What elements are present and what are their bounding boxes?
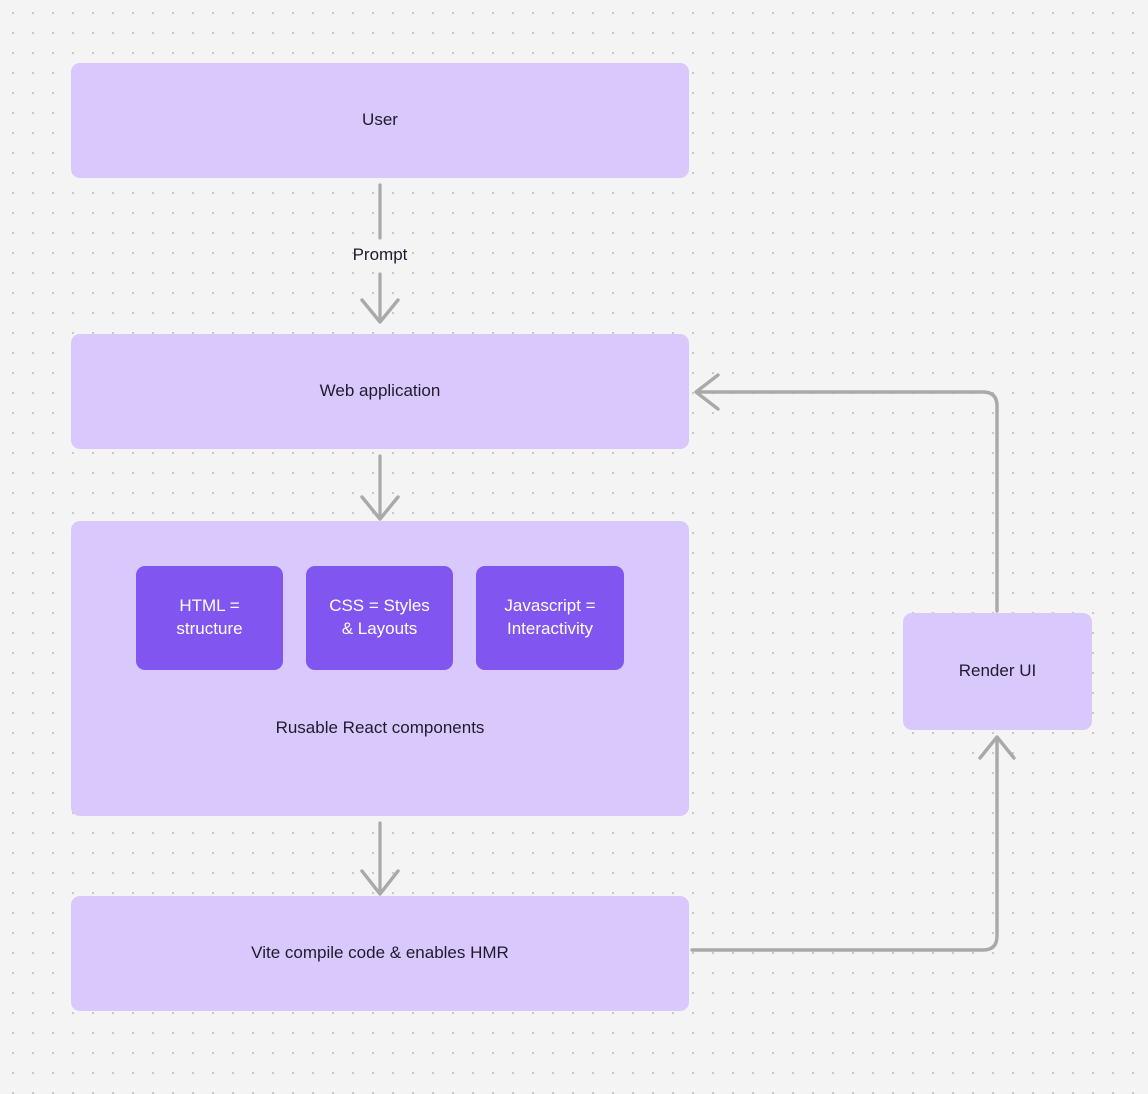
edge-vite-to-render-ui: [690, 735, 1016, 952]
node-web-application-label: Web application: [319, 381, 441, 401]
chip-css-line1: CSS = Styles: [329, 596, 430, 616]
chip-javascript-line1: Javascript =: [504, 596, 596, 616]
node-vite-label: Vite compile code & enables HMR: [251, 943, 509, 963]
edge-components-to-vite: [360, 821, 400, 896]
chip-javascript-label: Javascript = Interactivity: [504, 595, 595, 641]
chip-html[interactable]: HTML = structure: [136, 566, 283, 670]
chip-javascript-line2: Interactivity: [507, 619, 593, 638]
component-chip-row: HTML = structure CSS = Styles & Layouts …: [71, 566, 689, 670]
node-user[interactable]: User: [71, 63, 689, 178]
edge-webapp-to-components: [360, 454, 400, 521]
node-web-application[interactable]: Web application: [71, 334, 689, 449]
chip-html-label: HTML = structure: [176, 595, 242, 641]
chip-html-line2: structure: [176, 619, 243, 638]
chip-css-line2: & Layouts: [341, 619, 418, 638]
node-render-ui[interactable]: Render UI: [903, 613, 1092, 730]
edge-label-prompt: Prompt: [352, 245, 408, 264]
node-render-ui-label: Render UI: [958, 661, 1037, 681]
chip-css[interactable]: CSS = Styles & Layouts: [306, 566, 453, 670]
components-container-caption: Rusable React components: [275, 718, 485, 737]
chip-css-label: CSS = Styles & Layouts: [329, 595, 430, 641]
chip-html-line1: HTML =: [179, 596, 240, 616]
node-components-container[interactable]: HTML = structure CSS = Styles & Layouts …: [71, 521, 689, 816]
node-vite[interactable]: Vite compile code & enables HMR: [71, 896, 689, 1011]
node-user-label: User: [362, 110, 398, 130]
chip-javascript[interactable]: Javascript = Interactivity: [476, 566, 624, 670]
edge-render-ui-to-webapp: [694, 373, 999, 613]
